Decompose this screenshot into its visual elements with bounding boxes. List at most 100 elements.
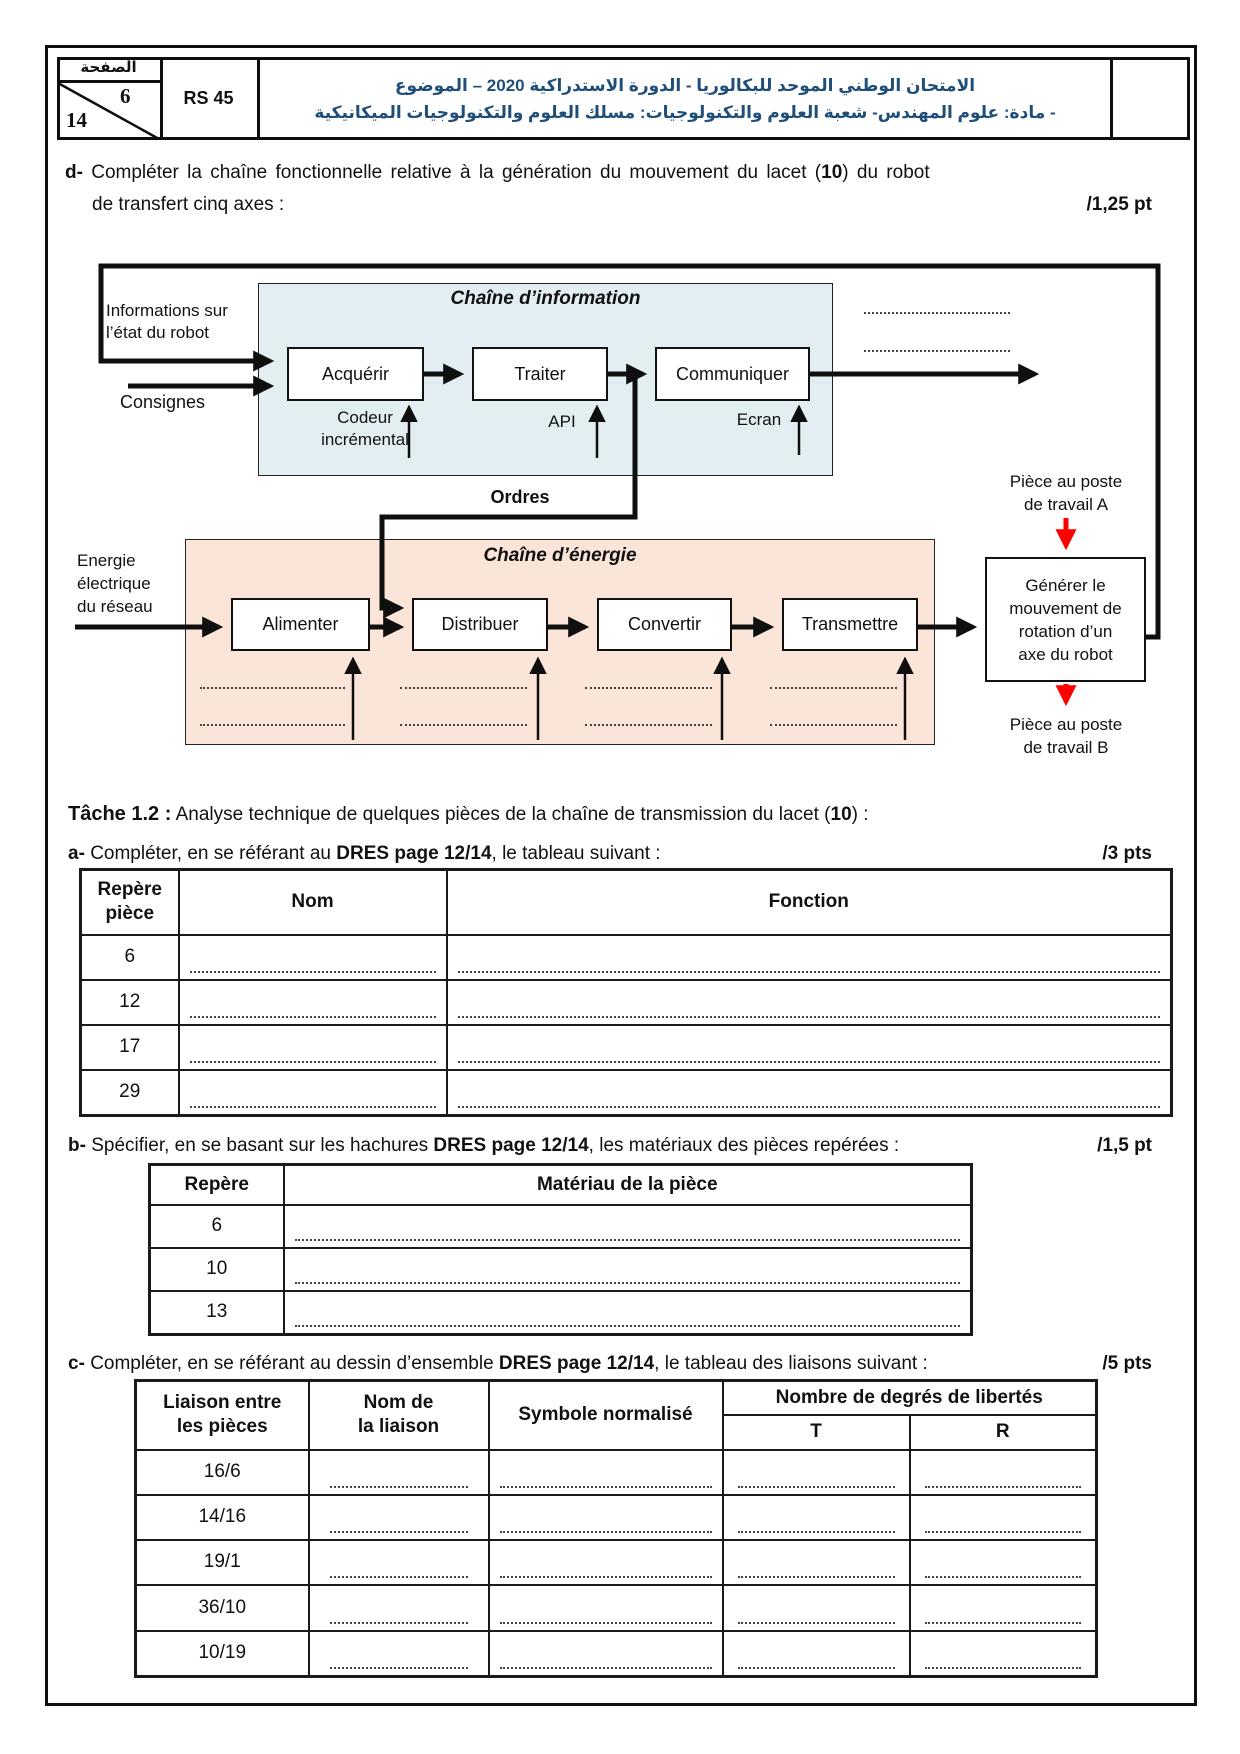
exam-title-line1: الامتحان الوطني الموحد للبكالوريا - الدو… <box>394 75 976 95</box>
codeur-incremental-label: Codeur incrémental <box>321 408 409 449</box>
fonction-blank <box>445 1023 1173 1071</box>
materiau-blank <box>282 1289 973 1336</box>
answer-blank-convertir-1 <box>585 685 712 689</box>
liaison-cell: 16/6 <box>134 1448 310 1496</box>
nom-blank <box>177 933 448 981</box>
question-d-prefix: d- <box>65 162 83 183</box>
energie-electrique-label: Energie électrique du réseau <box>77 551 153 616</box>
ddl-r-blank <box>908 1448 1098 1496</box>
table-row: 14/16 <box>134 1493 1098 1541</box>
answer-blank-transmettre-2 <box>770 722 897 726</box>
ecran-label: Ecran <box>736 410 782 429</box>
page-number: 6 <box>120 84 131 108</box>
table-row: 19/1 <box>134 1538 1098 1586</box>
ddl-t-blank <box>721 1538 911 1586</box>
answer-blank-convertir-2 <box>585 722 712 726</box>
table-row: 6 <box>148 1203 973 1249</box>
table-a-header-nom: Nom <box>177 868 448 936</box>
liaison-cell: 36/10 <box>134 1583 310 1632</box>
table-row: 13 <box>148 1289 973 1336</box>
question-d-line1: d- Compléter la chaîne fonctionnelle rel… <box>65 162 930 183</box>
table-row: 16/6 <box>134 1448 1098 1496</box>
header-divider-2 <box>257 57 260 140</box>
ddl-t-blank <box>721 1448 911 1496</box>
symbole-blank <box>487 1538 724 1586</box>
generer-mouvement-box: Générer le mouvement de rotation d’un ax… <box>985 557 1146 682</box>
answer-blank-transmettre-1 <box>770 685 897 689</box>
table-b-header-repere: Repère <box>148 1163 285 1206</box>
section-c-points: /5 pts <box>1102 1353 1152 1374</box>
exam-ref: RS 45 <box>183 88 234 108</box>
ddl-r-blank <box>908 1493 1098 1541</box>
nom-liaison-blank <box>307 1493 490 1541</box>
repere-cell: 10 <box>148 1246 285 1292</box>
question-d-line2: de transfert cinq axes : /1,25 pt <box>92 192 1152 218</box>
ordres-label: Ordres <box>490 487 550 507</box>
answer-blank-distribuer-1 <box>400 685 527 689</box>
table-row: 10 <box>148 1246 973 1292</box>
convertir-box: Convertir <box>597 598 732 651</box>
page-word-label: الصفحة <box>57 57 160 83</box>
section-b-line: b- Spécifier, en se basant sur les hachu… <box>68 1133 1152 1159</box>
repere-cell: 6 <box>148 1203 285 1249</box>
table-row: 12 <box>79 978 1173 1026</box>
ddl-t-blank <box>721 1493 911 1541</box>
table-b-header-materiau: Matériau de la pièce <box>282 1163 973 1206</box>
materiau-blank <box>282 1246 973 1292</box>
nom-blank <box>177 978 448 1026</box>
fonction-blank <box>445 933 1173 981</box>
tache-1-2-line: Tâche 1.2 : Analyse technique de quelque… <box>68 803 869 825</box>
liaison-cell: 14/16 <box>134 1493 310 1541</box>
page-border <box>45 45 1197 1706</box>
nom-blank <box>177 1023 448 1071</box>
alimenter-box: Alimenter <box>231 598 370 651</box>
repere-cell: 12 <box>79 978 180 1026</box>
repere-cell: 13 <box>148 1289 285 1336</box>
section-c-prefix: c- <box>68 1353 85 1374</box>
table-row: 29 <box>79 1068 1173 1117</box>
nom-blank <box>177 1068 448 1117</box>
ddl-r-blank <box>908 1629 1098 1678</box>
consignes-label: Consignes <box>120 392 206 412</box>
tache-label: Tâche 1.2 : <box>68 803 172 825</box>
communiquer-box: Communiquer <box>655 347 810 401</box>
answer-blank-alimenter-1 <box>200 685 345 689</box>
symbole-blank <box>487 1448 724 1496</box>
ddl-t-blank <box>721 1583 911 1632</box>
table-c-header-ddl: Nombre de degrés de libertés <box>721 1379 1098 1416</box>
table-row: 17 <box>79 1023 1173 1071</box>
section-b-points: /1,5 pt <box>1097 1135 1152 1156</box>
symbole-blank <box>487 1493 724 1541</box>
table-c-header-t: T <box>721 1413 911 1451</box>
header-divider-1 <box>160 57 163 140</box>
nom-liaison-blank <box>307 1538 490 1586</box>
acquerir-box: Acquérir <box>287 347 424 401</box>
table-a-header-fonction: Fonction <box>445 868 1173 936</box>
api-label: API <box>548 412 576 431</box>
fonction-blank <box>445 1068 1173 1117</box>
repere-cell: 17 <box>79 1023 180 1071</box>
informations-etat-robot-label: Informations sur l’état du robot <box>106 301 228 342</box>
nom-liaison-blank <box>307 1448 490 1496</box>
answer-blank-distribuer-2 <box>400 722 527 726</box>
section-a-prefix: a- <box>68 843 85 864</box>
answer-blank-alimenter-2 <box>200 722 345 726</box>
table-row: 36/10 <box>134 1583 1098 1632</box>
liaison-cell: 10/19 <box>134 1629 310 1678</box>
nom-liaison-blank <box>307 1629 490 1678</box>
piece-poste-a-label: Pièce au poste de travail A <box>1009 472 1123 514</box>
information-chain-title: Chaîne d’information <box>450 288 641 309</box>
repere-cell: 29 <box>79 1068 180 1117</box>
traiter-box: Traiter <box>472 347 608 401</box>
repere-cell: 6 <box>79 933 180 981</box>
ddl-t-blank <box>721 1629 911 1678</box>
energy-chain-title: Chaîne d’énergie <box>483 545 637 566</box>
header-divider-3 <box>1110 57 1113 140</box>
page-total: 14 <box>66 108 87 132</box>
table-row: 6 <box>79 933 1173 981</box>
piece-poste-b-label: Pièce au poste de travail B <box>1009 715 1123 757</box>
section-a-points: /3 pts <box>1102 843 1152 864</box>
